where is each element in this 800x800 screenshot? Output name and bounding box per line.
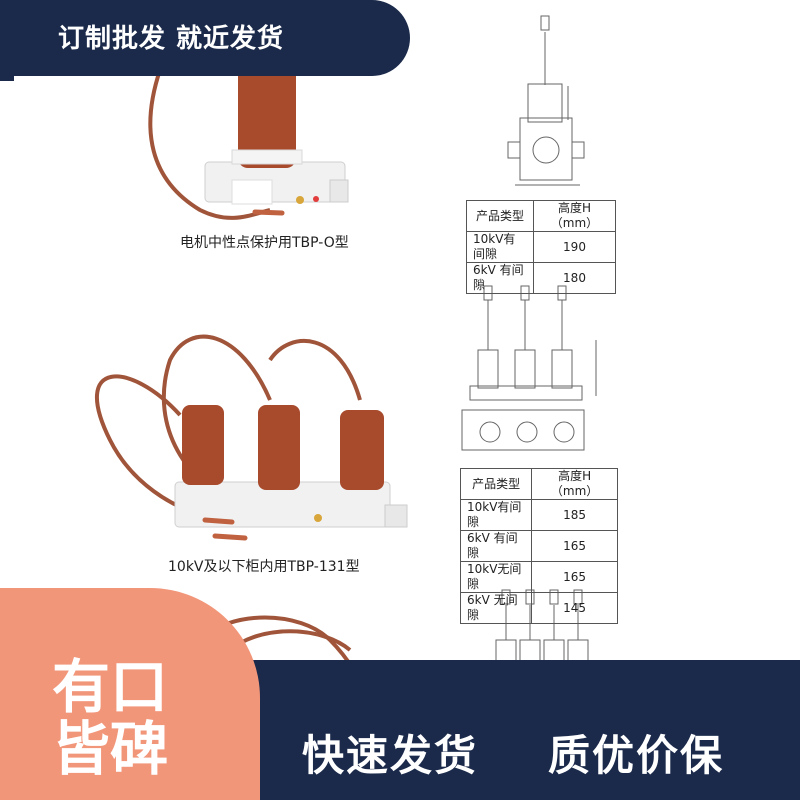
- table-cell: 165: [531, 530, 618, 562]
- table-cell: 145: [531, 592, 618, 624]
- banner-text: 订制批发 就近发货: [58, 24, 285, 54]
- table-cell: 180: [533, 262, 616, 294]
- table-row: 10kV有间隙 190: [466, 231, 616, 263]
- slogan-fast-delivery: 快速发货: [302, 731, 479, 780]
- drawing-tbp-o: [507, 15, 585, 186]
- product-caption-1: 电机中性点保护用TBP-O型: [180, 235, 349, 251]
- product-image-tbp-o: [148, 54, 349, 220]
- table-header: 产品类型: [466, 200, 534, 232]
- table-row: 10kV无间隙 165: [459, 561, 618, 593]
- reputation-badge: [0, 588, 260, 800]
- spec-table-2: 产品类型 高度H（mm） 10kV有间隙 185 6kV 有间隙 165 10k…: [459, 468, 618, 624]
- reputation-line-1: 有口: [52, 653, 169, 721]
- table-row: 6kV 有间隙 165: [459, 530, 618, 562]
- product-caption-2: 10kV及以下柜内用TBP-131型: [168, 559, 360, 575]
- table-header: 高度H（mm）: [531, 468, 618, 500]
- table-cell: 6kV 有间隙: [466, 262, 534, 294]
- table-header-row: 产品类型 高度H（mm）: [459, 468, 618, 500]
- table-cell: 10kV有间隙: [466, 231, 534, 263]
- table-cell: 6kV 无间隙: [459, 592, 533, 624]
- spec-table-1: 产品类型 高度H（mm） 10kV有间隙 190 6kV 有间隙 180: [466, 200, 616, 294]
- table-cell: 10kV无间隙: [459, 561, 533, 593]
- table-cell: 185: [531, 499, 618, 531]
- reputation-line-2: 皆碑: [52, 715, 169, 783]
- table-cell: 10kV有间隙: [459, 499, 533, 531]
- top-banner: 订制批发 就近发货: [0, 0, 410, 76]
- table-header-row: 产品类型 高度H（mm）: [466, 200, 616, 232]
- product-image-tbp-131: [95, 334, 408, 541]
- table-row: 6kV 无间隙 145: [459, 592, 618, 624]
- slogan-quality-price: 质优价保: [548, 731, 725, 780]
- banner-accent: [0, 76, 14, 81]
- table-cell: 190: [533, 231, 616, 263]
- table-cell: 165: [531, 561, 618, 593]
- table-row: 10kV有间隙 185: [459, 499, 618, 531]
- table-cell: 6kV 有间隙: [459, 530, 533, 562]
- drawing-tbp-131: [461, 285, 597, 451]
- table-header: 产品类型: [459, 468, 533, 500]
- table-row: 6kV 有间隙 180: [466, 262, 616, 294]
- table-header: 高度H（mm）: [533, 200, 616, 232]
